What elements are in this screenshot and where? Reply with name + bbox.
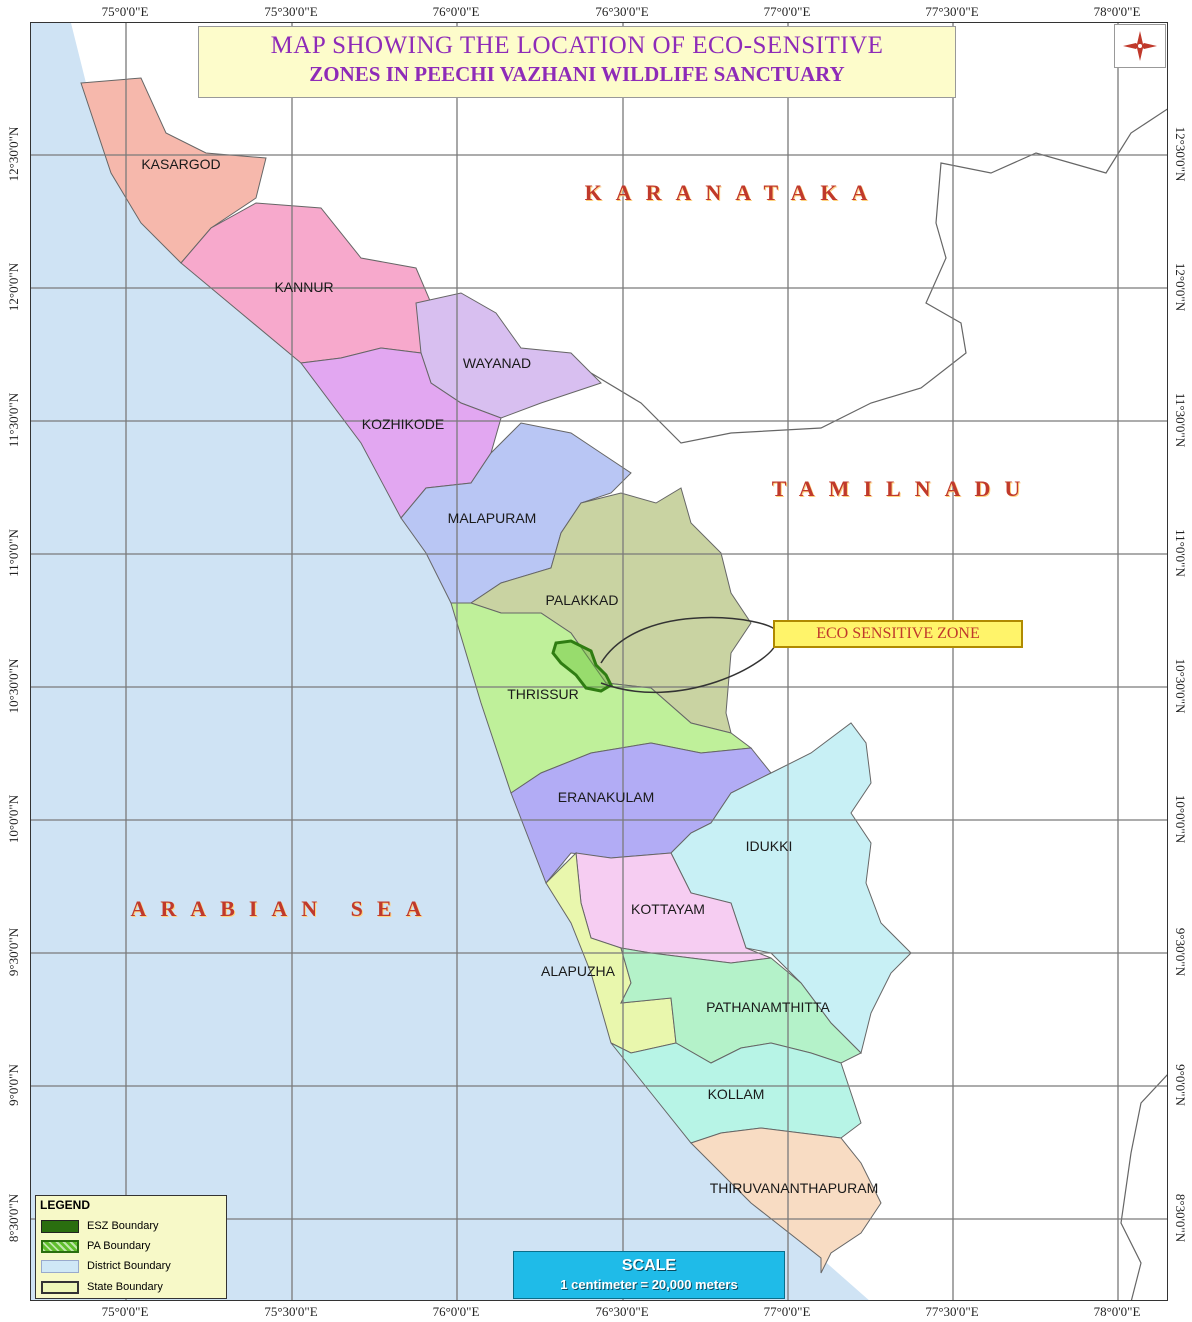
coordinate-label: 11°30'0"N	[6, 392, 21, 448]
coordinate-label: 8°30'0"N	[6, 1193, 21, 1243]
district-label-kannur: KANNUR	[274, 279, 334, 295]
map-title-box: MAP SHOWING THE LOCATION OF ECO-SENSITIV…	[198, 26, 956, 98]
compass-rose-icon	[1123, 31, 1157, 61]
coordinate-label: 75°30'0"E	[264, 4, 318, 19]
coordinate-label: 78°0'0"E	[1093, 4, 1141, 19]
legend-label-state: State Boundary	[87, 1281, 163, 1293]
district-thiruvananthapuram	[690, 1127, 882, 1274]
legend-label-district: District Boundary	[87, 1260, 171, 1272]
district-label-kozhikode: KOZHIKODE	[361, 416, 445, 432]
scale-box: SCALE 1 centimeter = 20,000 meters	[513, 1251, 785, 1299]
coordinate-label: 10°30'0"N	[6, 658, 21, 714]
legend-swatch-pa	[41, 1240, 79, 1253]
coordinate-label: 75°0'0"E	[101, 1304, 149, 1319]
map-title-line1: MAP SHOWING THE LOCATION OF ECO-SENSITIV…	[270, 32, 884, 59]
esz-callout-label: ECO SENSITIVE ZONE	[773, 620, 1023, 648]
coordinate-label: 76°0'0"E	[432, 1304, 480, 1319]
coordinate-label: 77°30'0"E	[925, 4, 979, 19]
coordinate-label: 9°30'0"N	[1173, 927, 1188, 977]
arabian-sea-area	[31, 23, 869, 1300]
district-idukki	[670, 722, 912, 1054]
coordinate-label: 12°0'0"N	[6, 262, 21, 312]
graticule-grid	[31, 23, 1167, 1300]
state-boundary-karnataka	[590, 108, 1167, 444]
district-label-pathanamthitta: PATHANAMTHITTA	[706, 999, 830, 1015]
district-label-alapuzha: ALAPUZHA	[541, 963, 615, 979]
coordinate-label: 76°0'0"E	[432, 4, 480, 19]
coordinate-label: 11°30'0"N	[1173, 392, 1188, 448]
coordinate-label: 12°0'0"N	[1173, 262, 1188, 312]
coordinate-label: 12°30'0"N	[1173, 126, 1188, 182]
district-label-kollam: KOLLAM	[707, 1086, 765, 1102]
district-label-thiruvananthapuram: THIRUVANANTHAPURAM	[709, 1180, 879, 1196]
district-label-thrissur: THRISSUR	[507, 686, 579, 702]
coordinate-label: 12°30'0"N	[6, 126, 21, 182]
coordinate-label: 76°30'0"E	[595, 4, 649, 19]
karnataka-label: KARANATAKA	[584, 180, 882, 205]
legend-label-pa: PA Boundary	[87, 1240, 151, 1252]
coordinate-label: 9°30'0"N	[6, 927, 21, 977]
legend-swatch-state	[41, 1281, 79, 1294]
esz-boundary	[551, 639, 613, 693]
coordinate-label: 11°0'0"N	[1173, 529, 1188, 577]
district-label-kasargod: KASARGOD	[141, 156, 221, 172]
legend-swatch-esz	[41, 1220, 79, 1233]
coordinate-label: 11°0'0"N	[6, 529, 21, 577]
coordinate-label: 75°30'0"E	[264, 1304, 318, 1319]
district-label-eranakulam: ERANAKULAM	[557, 789, 655, 805]
district-label-palakkad: PALAKKAD	[545, 592, 619, 608]
legend-title: LEGEND	[40, 1198, 91, 1212]
north-arrow-box	[1114, 24, 1166, 68]
coordinate-label: 10°0'0"N	[6, 794, 21, 844]
tamilnadu-label: TAMILNADU	[771, 476, 1035, 501]
coordinate-label: 77°0'0"E	[763, 4, 811, 19]
coordinate-label: 10°30'0"N	[1173, 658, 1188, 714]
scale-title: SCALE	[621, 1257, 677, 1274]
legend-label-esz: ESZ Boundary	[87, 1220, 159, 1232]
coordinate-label: 9°0'0"N	[1173, 1064, 1188, 1106]
coordinate-label: 76°30'0"E	[595, 1304, 649, 1319]
district-label-idukki: IDUKKI	[745, 838, 793, 854]
coordinate-label: 75°0'0"E	[101, 4, 149, 19]
scale-text: 1 centimeter = 20,000 meters	[560, 1277, 738, 1292]
coordinate-label: 78°0'0"E	[1093, 1304, 1141, 1319]
esz-callout-leader	[600, 616, 777, 694]
district-label-wayanad: WAYANAD	[462, 355, 532, 371]
legend-panel: LEGEND ESZ Boundary PA Boundary District…	[35, 1195, 227, 1299]
district-label-kottayam: KOTTAYAM	[631, 901, 705, 917]
district-label-malapuram: MALAPURAM	[447, 510, 537, 526]
coordinate-label: 8°30'0"N	[1173, 1193, 1188, 1243]
district-kasargod	[80, 77, 267, 264]
kerala-map	[31, 23, 1167, 1300]
state-boundary-south	[1120, 1074, 1167, 1300]
arabian-sea-label: ARABIAN SEA	[130, 896, 436, 921]
coordinate-label: 10°0'0"N	[1173, 794, 1188, 844]
map-frame: KASARGOD KANNUR WAYANAD KOZHIKODE MALAPURAM P…	[30, 22, 1168, 1301]
legend-swatch-district	[41, 1260, 79, 1273]
map-title-line2: ZONES IN PEECHI VAZHANI WILDLIFE SANCTUA…	[309, 62, 845, 86]
coordinate-label: 77°0'0"E	[763, 1304, 811, 1319]
coordinate-label: 9°0'0"N	[6, 1064, 21, 1106]
coordinate-label: 77°30'0"E	[925, 1304, 979, 1319]
